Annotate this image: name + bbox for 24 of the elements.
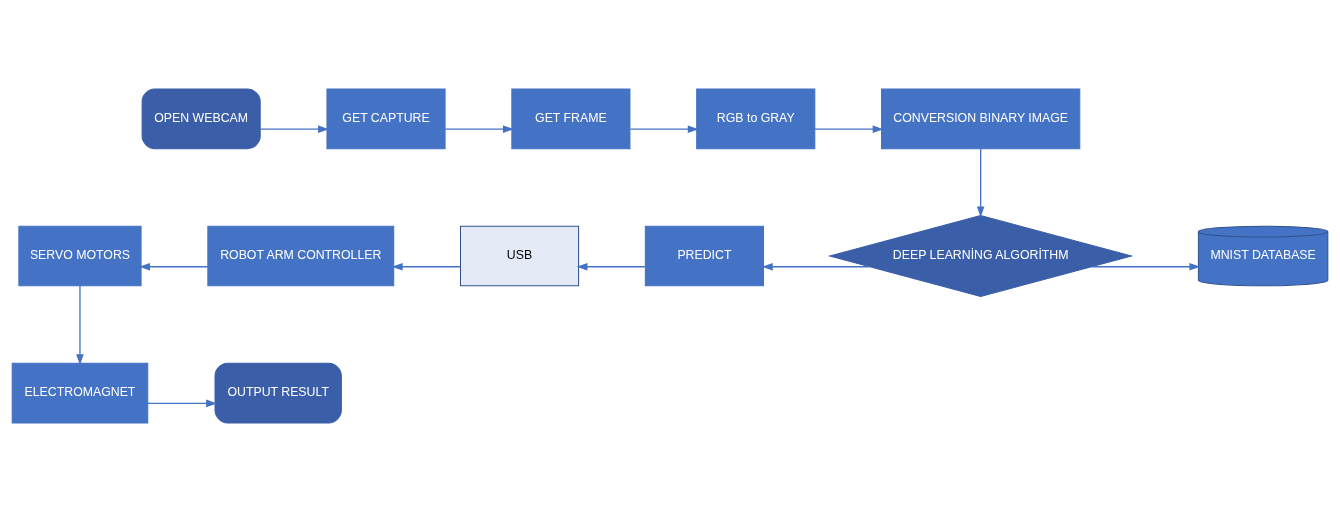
- arrow: [761, 262, 871, 271]
- arrow: [260, 124, 329, 133]
- node-box: PREDICT: [644, 225, 764, 286]
- node-box: RGB to GRAY: [696, 88, 816, 149]
- arrow: [1090, 262, 1201, 271]
- node-diamond: DEEP LEARNİNG ALGORİTHM: [827, 214, 1134, 297]
- node-box: ROBOT ARM CONTROLLER: [207, 225, 395, 286]
- arrow: [576, 262, 646, 271]
- node-box: SERVO MOTORS: [18, 225, 142, 286]
- arrow: [76, 284, 84, 365]
- node-box: GET CAPTURE: [326, 88, 446, 149]
- node-box: ELECTROMAGNET: [11, 362, 149, 423]
- arrow: [147, 399, 218, 407]
- node-box: OPEN WEBCAM: [141, 88, 261, 149]
- node-box: CONVERSION BINARY IMAGE: [881, 88, 1081, 149]
- node-box: GET FRAME: [511, 88, 631, 149]
- arrow: [139, 262, 209, 271]
- node-box: USB: [459, 225, 580, 286]
- arrow: [629, 124, 699, 133]
- arrow: [444, 124, 514, 133]
- arrow: [814, 124, 884, 133]
- node-box: OUTPUT RESULT: [214, 362, 342, 423]
- arrow: [976, 147, 985, 217]
- arrow: [391, 262, 461, 271]
